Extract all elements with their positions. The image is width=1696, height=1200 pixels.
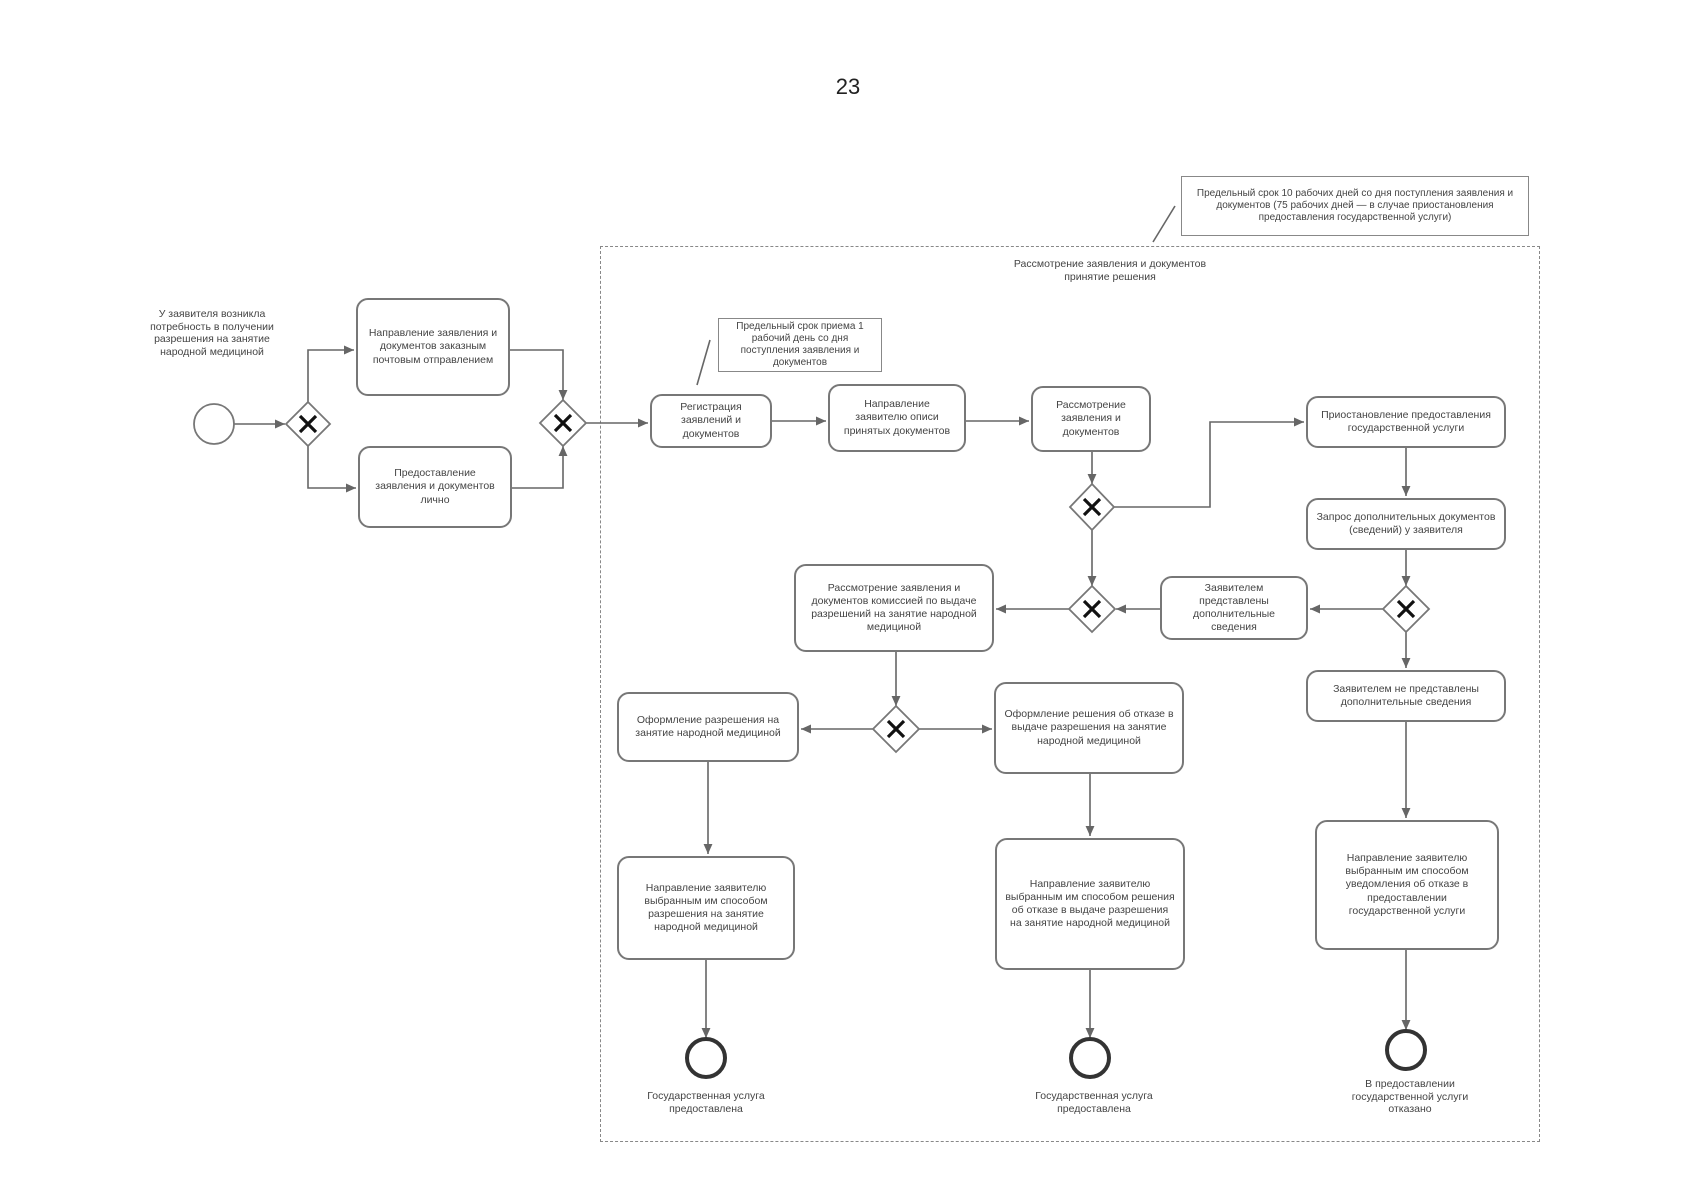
sequence-flow <box>307 446 356 493</box>
sequence-flow <box>510 349 568 400</box>
page-number: 23 <box>835 74 861 99</box>
task-registration: Регистрация заявлений и документов <box>650 394 772 448</box>
note-association-line <box>1152 205 1176 243</box>
exclusive-gateway <box>1067 584 1117 634</box>
task-documents-not-provided: Заявителем не представлены дополнительны… <box>1306 670 1506 722</box>
task-suspend-service: Приостановление предоставления государст… <box>1306 396 1506 448</box>
end-label-refusal-service: Государственная услуга предоставлена <box>1035 1090 1153 1115</box>
exclusive-gateway <box>538 398 588 448</box>
sequence-flow <box>307 345 354 402</box>
task-issue-permit: Оформление разрешения на занятие народно… <box>617 692 799 762</box>
exclusive-gateway <box>871 704 921 754</box>
task-send-refusal: Направление заявителю выбранным им спосо… <box>995 838 1185 970</box>
exclusive-gateway <box>1068 482 1116 532</box>
time-limit-note: Предельный срок 10 рабочих дней со дня п… <box>1181 176 1529 236</box>
exclusive-gateway <box>1381 584 1431 634</box>
task-documents-provided: Заявителем представлены дополнительные с… <box>1160 576 1308 640</box>
exclusive-gateway <box>284 400 332 448</box>
task-refusal-decision: Оформление решения об отказе в выдаче ра… <box>994 682 1184 774</box>
task-commission-review: Рассмотрение заявления и документов коми… <box>794 564 994 652</box>
sequence-flow <box>512 446 568 489</box>
review-pool <box>600 246 1540 1142</box>
task-send-permit: Направление заявителю выбранным им спосо… <box>617 856 795 960</box>
task-send-receipt: Направление заявителю описи принятых док… <box>828 384 966 452</box>
registration-time-note: Предельный срок приема 1 рабочий день со… <box>718 318 882 372</box>
task-review-application: Рассмотрение заявления и документов <box>1031 386 1151 452</box>
end-event-denied <box>1385 1029 1427 1071</box>
end-label-service-provided: Государственная услуга предоставлена <box>647 1090 765 1115</box>
pool-title: Рассмотрение заявления и документов прин… <box>1013 258 1207 283</box>
note-association-line <box>696 339 711 386</box>
end-label-service-denied: В предоставлении государственной услуги … <box>1351 1078 1469 1116</box>
task-mail-submission: Направление заявления и документов заказ… <box>356 298 510 396</box>
sequence-flow <box>1114 417 1304 508</box>
end-event-provided <box>685 1037 727 1079</box>
start-event-label: У заявителя возникла потребность в получ… <box>150 308 274 358</box>
end-event-refused <box>1069 1037 1111 1079</box>
task-send-notice: Направление заявителю выбранным им спосо… <box>1315 820 1499 950</box>
start-event <box>193 403 235 445</box>
task-request-documents: Запрос дополнительных документов (сведен… <box>1306 498 1506 550</box>
task-personal-submission: Предоставление заявления и документов ли… <box>358 446 512 528</box>
